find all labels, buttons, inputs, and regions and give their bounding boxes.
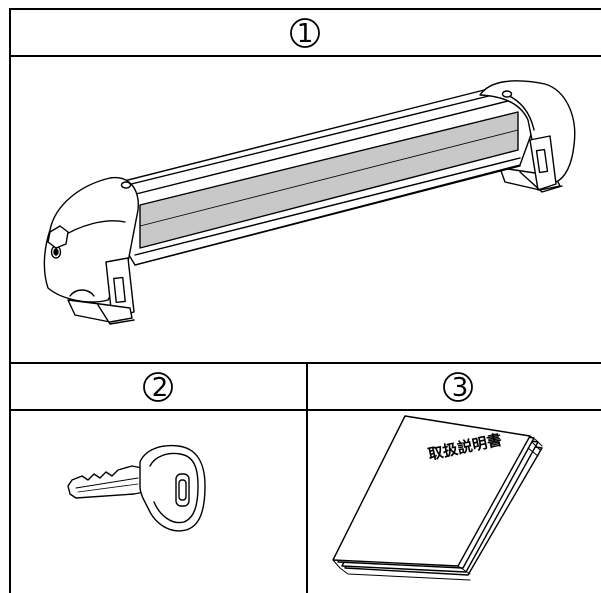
part-number-3-text: 3 (452, 373, 469, 403)
front-foot-clip (97, 304, 135, 325)
key-head-slot (175, 473, 190, 507)
bar-top-line (119, 85, 501, 183)
rear-lock-slot (535, 148, 549, 174)
rubber-strip (139, 111, 519, 249)
bar-upper-edge (127, 99, 513, 197)
rear-cap-screw (501, 90, 513, 98)
key-illustration (67, 444, 206, 532)
key-blade (67, 465, 145, 499)
table-grid (9, 8, 601, 593)
part-number-2-text: 2 (152, 373, 169, 403)
part-number-3: 3 (443, 372, 473, 403)
part-number-1-text: 1 (297, 19, 314, 49)
manual-illustration (332, 415, 543, 581)
rubber-strip-midline (139, 129, 519, 227)
front-lock-slot (113, 276, 126, 304)
manual-page-fan (332, 559, 471, 581)
lock-keyhole (53, 248, 59, 256)
ski-carrier-bar-illustration (43, 80, 576, 325)
key-blade-groove (75, 477, 139, 489)
key-head (139, 444, 206, 532)
key-head-slot-inner (178, 479, 187, 501)
bar-lower-edge (134, 157, 521, 256)
front-foot-hook (69, 289, 95, 297)
front-foot-base (67, 299, 133, 323)
part-number-1: 1 (290, 18, 320, 49)
manual-page-edges (527, 435, 543, 457)
key-blade-groove-2 (77, 483, 139, 493)
bar-bottom-edge (134, 165, 521, 266)
part-number-2: 2 (143, 372, 173, 403)
release-button (47, 225, 69, 249)
manual-page-edges-bottom (457, 565, 471, 575)
rear-foot-clip (519, 171, 563, 193)
front-cap-screw (120, 181, 132, 189)
key-head-rim (149, 452, 199, 524)
